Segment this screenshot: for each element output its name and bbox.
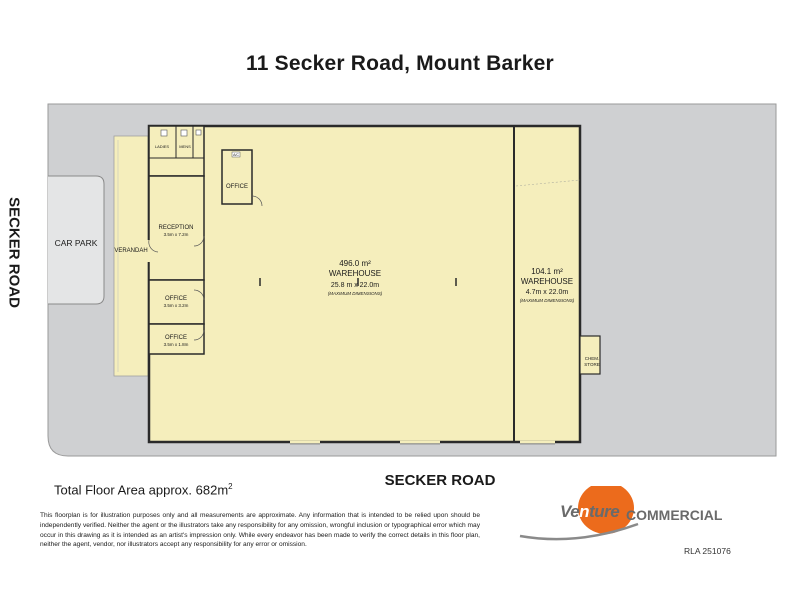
logo-orange-circle [578,486,634,534]
verandah-label: VERANDAH [114,248,147,254]
warehouse-main-dims: 25.8 m x 22.0m [331,282,379,289]
total-floor-area-unit: 2 [228,482,233,491]
road-label-left: SECKER ROAD [5,197,23,308]
reception-room [148,175,205,281]
reception-label: RECEPTION [158,225,193,231]
office-low-room [148,323,205,355]
building-outline [147,124,582,444]
logo-commercial: COMMERCIAL [626,507,723,523]
reception-dims: 3.5m x 7.2m [164,232,189,237]
office-low-dims: 3.5m x 1.8m [164,342,189,347]
logo-wordmark: Venture [560,502,620,522]
total-floor-area-text: Total Floor Area approx. 682m [54,482,229,498]
office-top-room [221,149,253,205]
logo-swoosh [519,522,639,541]
ladies-label: LADIES [155,144,170,149]
venture-logo [519,486,639,541]
rla-number: RLA 251076 [684,546,731,556]
chem-store [579,335,601,375]
chem-store-label-2: STORE [584,362,599,367]
logo-suffix: ture [589,502,620,521]
logo-prefix: Ve [560,502,580,521]
office-mid-label: OFFICE [165,296,187,302]
warehouse-side-dims: 4.7m x 22.0m [526,289,569,296]
road-label-bottom: SECKER ROAD [384,472,496,489]
office-top-label: OFFICE [226,184,248,190]
warehouse-side-name: WAREHOUSE [521,277,573,286]
kitchen-code-label: A/C [233,153,239,157]
car-park-label: CAR PARK [55,238,98,248]
total-floor-area: Total Floor Area approx. 682m2 [54,482,233,497]
mens-label: MENS [179,144,191,149]
car-park-driveway [48,175,105,305]
verandah [113,135,149,377]
warehouse-side-note: (MAXIMUM DIMENSIONS) [520,298,575,303]
warehouse-side-area: 104.1 m² [531,267,563,276]
page-title: 11 Secker Road, Mount Barker [246,52,554,75]
office-mid-room [148,279,205,325]
logo-mid: n [579,502,590,521]
warehouse-main-note: (MAXIMUM DIMENSIONS) [328,291,383,296]
chem-store-label-1: CHEM. [585,356,600,361]
disclaimer-text: This floorplan is for illustration purpo… [40,512,480,549]
office-mid-dims: 3.5m x 3.2m [164,303,189,308]
warehouse-main-area: 496.0 m² [339,259,371,268]
warehouse-main-name: WAREHOUSE [329,269,381,278]
office-low-label: OFFICE [165,335,187,341]
